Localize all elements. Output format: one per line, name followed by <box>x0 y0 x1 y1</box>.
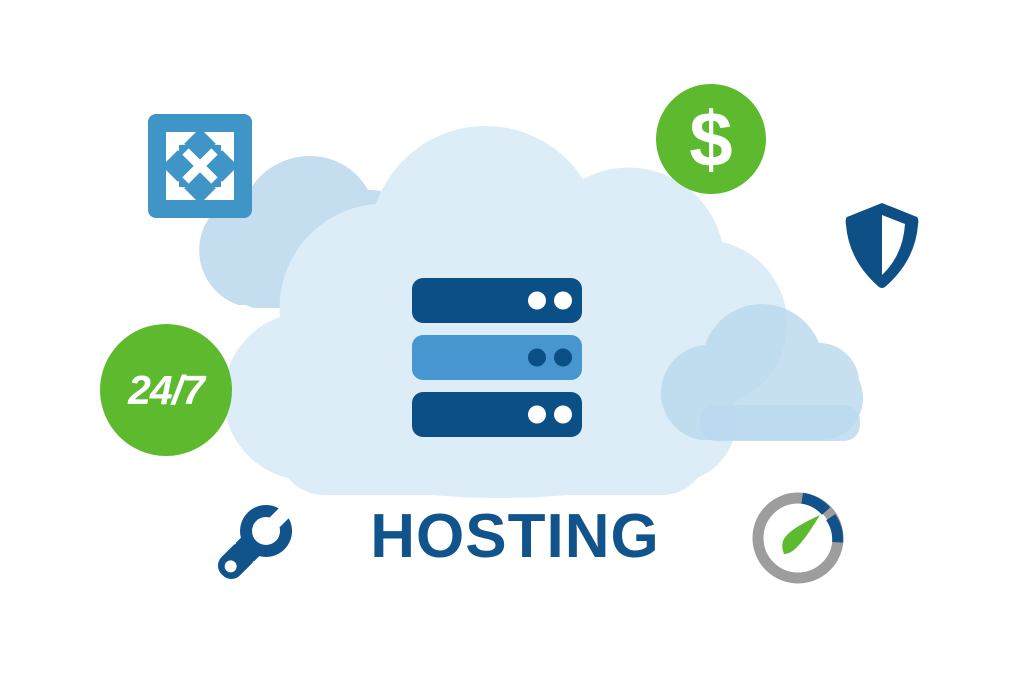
server-bar-top <box>412 278 582 323</box>
money-circle-icon[interactable]: $ <box>656 84 766 194</box>
server-bar-middle <box>412 335 582 380</box>
server-bar-bottom <box>412 392 582 437</box>
cloud-back-right-icon <box>660 303 864 441</box>
security-shield-icon[interactable] <box>845 203 919 289</box>
dollar-sign-icon: $ <box>689 95 732 183</box>
scalability-icon[interactable] <box>148 114 252 218</box>
page-title: HOSTING <box>370 501 660 571</box>
performance-gauge-icon[interactable] <box>746 486 850 590</box>
uptime-badge-label: 24/7 <box>128 366 205 413</box>
wrench-icon[interactable] <box>210 498 298 588</box>
server-stack-icon <box>412 278 582 437</box>
uptime-badge-icon[interactable] <box>100 324 232 456</box>
